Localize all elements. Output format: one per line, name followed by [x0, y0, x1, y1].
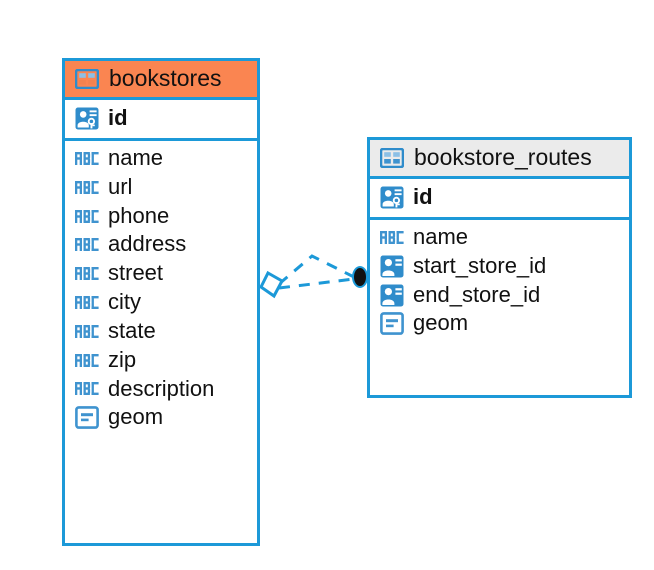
relationship-line-lower [278, 277, 355, 290]
entity-name-label: bookstore_routes [414, 144, 592, 170]
abc-text-icon [74, 175, 100, 199]
primary-key-icon [74, 107, 100, 131]
primary-key-icon [379, 186, 405, 210]
table-icon [74, 67, 100, 91]
field-label: geom [413, 310, 469, 336]
field-row-state[interactable]: state [74, 317, 247, 346]
abc-text-icon [74, 348, 100, 372]
field-row-description[interactable]: description [74, 375, 247, 404]
field-label: end_store_id [413, 281, 541, 307]
entity-bookstores[interactable]: bookstores id [62, 58, 260, 546]
field-label: state [108, 317, 156, 343]
abc-text-icon [74, 146, 100, 170]
primary-key-section-bookstores: id [65, 97, 257, 141]
abc-text-icon [74, 262, 100, 286]
entity-header-bookstores[interactable]: bookstores [65, 61, 257, 98]
field-label: name [413, 223, 469, 249]
field-label: zip [108, 346, 137, 372]
entity-bookstore-routes[interactable]: bookstore_routes id [367, 137, 632, 398]
table-icon [379, 146, 405, 170]
field-row-geom[interactable]: geom [74, 403, 247, 432]
field-section-bookstore-routes: name start_store_id [370, 220, 629, 344]
field-label: city [108, 289, 141, 315]
abc-text-icon [74, 233, 100, 257]
field-row-street[interactable]: street [74, 259, 247, 288]
field-row-id[interactable]: id [74, 104, 247, 133]
field-row-address[interactable]: address [74, 230, 247, 259]
abc-text-icon [74, 377, 100, 401]
field-label: geom [108, 404, 164, 430]
abc-text-icon [74, 204, 100, 228]
geometry-icon [379, 312, 405, 336]
field-row-start-store-id[interactable]: start_store_id [379, 252, 619, 281]
abc-text-icon [74, 291, 100, 315]
field-label: description [108, 375, 215, 401]
field-row-city[interactable]: city [74, 288, 247, 317]
field-label: phone [108, 202, 170, 228]
field-row-zip[interactable]: zip [74, 346, 247, 375]
field-label: address [108, 231, 187, 257]
field-label: name [108, 144, 164, 170]
field-label: url [108, 173, 133, 199]
field-label: id [413, 184, 433, 210]
field-row-phone[interactable]: phone [74, 202, 247, 231]
field-label: street [108, 260, 164, 286]
field-section-bookstores: name ur [65, 141, 257, 438]
abc-text-icon [379, 225, 405, 249]
field-row-name[interactable]: name [379, 223, 619, 252]
field-label: id [108, 105, 128, 131]
diamond-marker [259, 270, 285, 299]
field-row-url[interactable]: url [74, 173, 247, 202]
field-row-id[interactable]: id [379, 183, 619, 212]
foreign-key-icon [379, 254, 405, 278]
relationship-line-upper [278, 254, 355, 286]
field-row-geom[interactable]: geom [379, 309, 619, 338]
field-label: start_store_id [413, 252, 547, 278]
primary-key-section-bookstore-routes: id [370, 176, 629, 220]
field-row-name[interactable]: name [74, 144, 247, 173]
entity-header-bookstore-routes[interactable]: bookstore_routes [370, 140, 629, 177]
geometry-icon [74, 406, 100, 430]
abc-text-icon [74, 319, 100, 343]
field-row-end-store-id[interactable]: end_store_id [379, 281, 619, 310]
foreign-key-icon [379, 283, 405, 307]
filled-circle-marker [352, 266, 368, 288]
entity-name-label: bookstores [109, 65, 222, 91]
